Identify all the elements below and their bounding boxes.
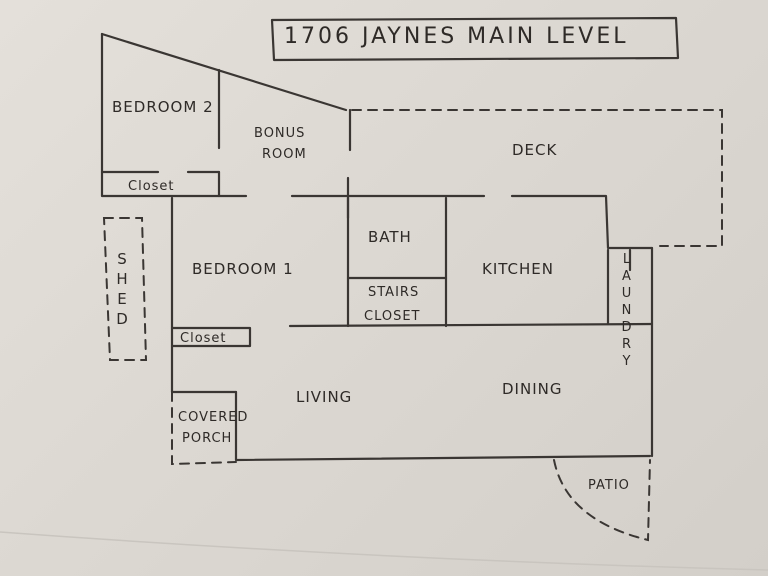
label-bath: BATH	[368, 228, 412, 246]
wall-main-west	[170, 196, 238, 394]
label-bedroom-2-closet: Closet	[128, 179, 175, 194]
title-box	[270, 16, 680, 62]
label-stairs: STAIRS	[368, 285, 420, 300]
deck-outline	[351, 109, 723, 247]
label-dining: DINING	[502, 380, 563, 398]
wall-deck-bottom	[290, 194, 654, 250]
wall-bedroom2-outer	[100, 32, 248, 198]
plan-title: 1706 JAYNES MAIN LEVEL	[284, 24, 629, 49]
wall-roof-diagonal	[100, 32, 348, 112]
label-bonus-line1: BONUS	[254, 126, 306, 141]
wall-bedroom1-south	[288, 322, 654, 328]
label-patio: PATIO	[588, 478, 630, 493]
label-laundry: LAUNDRY	[619, 252, 634, 371]
label-bonus-line2: ROOM	[262, 147, 307, 162]
wall-bedroom1-closet	[170, 326, 252, 348]
label-shed: SHED	[113, 250, 131, 330]
label-bedroom-1-closet: Closet	[180, 331, 227, 346]
covered-porch-outline	[171, 391, 237, 466]
label-living: LIVING	[296, 388, 353, 406]
label-stairs-closet: CLOSET	[364, 309, 421, 324]
label-deck: DECK	[512, 141, 558, 159]
wall-main-south	[234, 390, 652, 462]
label-kitchen: KITCHEN	[482, 260, 554, 278]
paper-fold	[0, 531, 768, 571]
label-porch-line2: PORCH	[182, 431, 233, 446]
patio-outline	[553, 459, 651, 542]
label-porch-line1: COVERED	[178, 410, 249, 425]
label-bedroom-2: BEDROOM 2	[112, 98, 214, 116]
shed-outline	[102, 217, 148, 361]
label-bedroom-1: BEDROOM 1	[192, 260, 294, 278]
wall-laundry	[606, 248, 632, 326]
